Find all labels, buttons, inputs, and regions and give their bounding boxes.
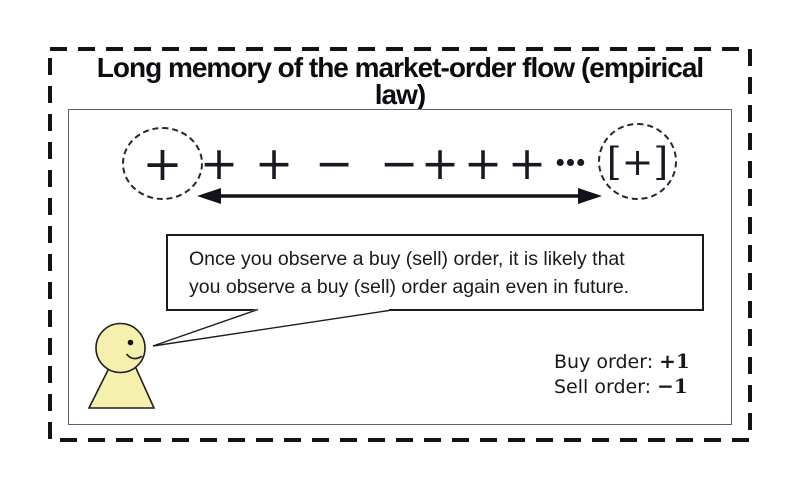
buy-order-label: Buy order: — [554, 351, 654, 373]
plus-symbol: + — [254, 136, 294, 190]
minus-symbol: − — [379, 136, 419, 190]
figure-title-line2: law) — [374, 79, 426, 110]
sell-order-value: −1 — [657, 373, 688, 398]
buy-order-value: +1 — [659, 349, 690, 373]
sell-order-label: Sell order: — [554, 375, 652, 398]
speech-text-line1: Once you observe a buy (sell) order, it … — [189, 248, 625, 270]
figure-title-line1: Long memory of the market-order flow (em… — [96, 52, 704, 83]
future-order-dashed-circle: [+] — [598, 123, 677, 200]
bracketed-plus-symbol: [+] — [606, 139, 669, 184]
plus-symbol: + — [420, 136, 460, 190]
buy-order-line: Buy order: +1 — [554, 349, 690, 375]
ellipsis-symbol: ··· — [553, 140, 588, 185]
plus-symbol: + — [142, 135, 183, 192]
sell-order-line: Sell order: −1 — [554, 373, 690, 400]
speech-bubble: Once you observe a buy (sell) order, it … — [166, 234, 704, 311]
order-flow-sequence: + + + − − + + + ··· [+] — [69, 110, 733, 220]
plus-symbol: + — [463, 136, 503, 190]
order-sign-legend: Buy order: +1 Sell order: −1 — [554, 349, 690, 400]
speech-bubble-tail — [152, 307, 390, 347]
plus-symbol: + — [199, 136, 239, 190]
diagram-panel: + + + − − + + + ··· [+] Once you observe… — [68, 109, 732, 425]
plus-symbol: + — [507, 136, 547, 190]
current-order-dashed-circle: + — [122, 127, 203, 200]
person-icon — [87, 322, 156, 409]
speech-text-line2: you observe a buy (sell) order again eve… — [189, 276, 630, 298]
figure-title: Long memory of the market-order flow (em… — [50, 52, 750, 110]
minus-symbol: − — [314, 136, 354, 190]
